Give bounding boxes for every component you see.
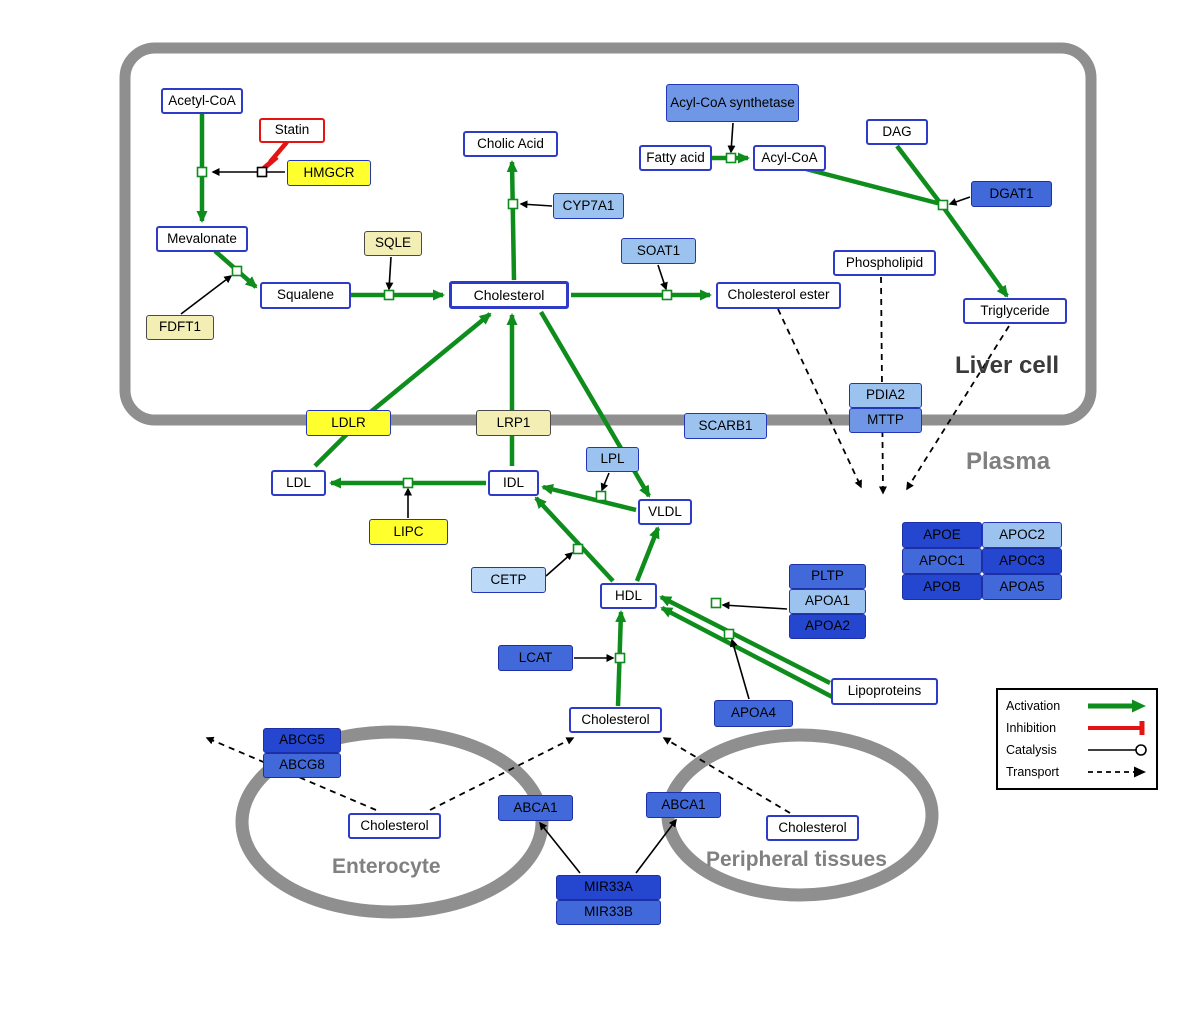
node-cholesterol-ester[interactable]: Cholesterol ester <box>716 282 841 309</box>
node-mttp[interactable]: MTTP <box>849 408 922 433</box>
node-pdia2[interactable]: PDIA2 <box>849 383 922 408</box>
legend-inhibition: Inhibition <box>1006 718 1148 738</box>
node-dag[interactable]: DAG <box>866 119 928 145</box>
legend-activation: Activation <box>1006 696 1148 716</box>
liver-cell-membrane <box>119 42 1097 426</box>
catalysis-edges <box>180 122 971 874</box>
plasma-label: Plasma <box>966 448 1051 475</box>
node-acetyl-coa[interactable]: Acetyl-CoA <box>161 88 243 114</box>
activation-edges <box>196 114 1009 707</box>
node-fdft1[interactable]: FDFT1 <box>146 315 214 340</box>
node-cholesterol-plasma[interactable]: Cholesterol <box>569 707 662 733</box>
node-lipc[interactable]: LIPC <box>369 519 448 545</box>
peripheral-tissues-label: Peripheral tissues <box>706 848 887 871</box>
node-cholesterol-enterocyte[interactable]: Cholesterol <box>348 813 441 839</box>
node-lpl[interactable]: LPL <box>586 447 639 472</box>
node-cyp7a1[interactable]: CYP7A1 <box>553 193 624 219</box>
node-sqle[interactable]: SQLE <box>364 231 422 256</box>
legend-transport: Transport <box>1006 762 1148 782</box>
node-statin[interactable]: Statin <box>259 118 325 143</box>
node-cholesterol-peripheral[interactable]: Cholesterol <box>766 815 859 841</box>
node-apoa1[interactable]: APOA1 <box>789 589 866 614</box>
node-apoe[interactable]: APOE <box>902 522 982 548</box>
node-cholesterol-liver[interactable]: Cholesterol <box>449 281 569 309</box>
node-acyl-coa-synthetase[interactable]: Acyl-CoA synthetase <box>666 84 799 122</box>
node-lrp1[interactable]: LRP1 <box>476 410 551 436</box>
legend-transport-label: Transport <box>1006 765 1060 779</box>
catalysis-circle-icon <box>1088 744 1147 756</box>
liver-cell-label: Liver cell <box>955 352 1060 379</box>
node-apob[interactable]: APOB <box>902 574 982 600</box>
node-scarb1[interactable]: SCARB1 <box>684 413 767 439</box>
node-hdl[interactable]: HDL <box>600 583 657 609</box>
edge-anchors <box>196 152 949 664</box>
node-apoc3[interactable]: APOC3 <box>982 548 1062 574</box>
node-apoa5[interactable]: APOA5 <box>982 574 1062 600</box>
node-cetp[interactable]: CETP <box>471 567 546 593</box>
node-abca1-peripheral[interactable]: ABCA1 <box>646 792 721 818</box>
node-apoa4[interactable]: APOA4 <box>714 700 793 727</box>
node-phospholipid[interactable]: Phospholipid <box>833 250 936 276</box>
node-apoc1[interactable]: APOC1 <box>902 548 982 574</box>
node-apoc2[interactable]: APOC2 <box>982 522 1062 548</box>
legend: Activation Inhibition Catalysis Transpor… <box>996 688 1158 790</box>
inhibition-edge <box>261 140 289 171</box>
legend-catalysis: Catalysis <box>1006 740 1148 760</box>
node-dgat1[interactable]: DGAT1 <box>971 181 1052 207</box>
node-lcat[interactable]: LCAT <box>498 645 573 671</box>
node-squalene[interactable]: Squalene <box>260 282 351 309</box>
transport-arrow-icon <box>1088 766 1146 778</box>
node-acyl-coa[interactable]: Acyl-CoA <box>753 145 826 171</box>
node-vldl[interactable]: VLDL <box>638 499 692 525</box>
inhibition-bar-icon <box>1088 721 1145 735</box>
node-ldl[interactable]: LDL <box>271 470 326 496</box>
node-fatty-acid[interactable]: Fatty acid <box>639 145 712 171</box>
node-abcg5[interactable]: ABCG5 <box>263 728 341 753</box>
node-mir33a[interactable]: MIR33A <box>556 875 661 900</box>
node-triglyceride[interactable]: Triglyceride <box>963 298 1067 324</box>
node-lipoproteins[interactable]: Lipoproteins <box>831 678 938 705</box>
node-ldlr[interactable]: LDLR <box>306 410 391 436</box>
enterocyte-label: Enterocyte <box>332 855 441 878</box>
legend-inhibition-label: Inhibition <box>1006 721 1057 735</box>
legend-activation-label: Activation <box>1006 699 1061 713</box>
node-hmgcr[interactable]: HMGCR <box>287 160 371 186</box>
node-abca1-enterocyte[interactable]: ABCA1 <box>498 795 573 821</box>
legend-catalysis-label: Catalysis <box>1006 743 1057 757</box>
node-idl[interactable]: IDL <box>488 470 539 496</box>
activation-arrow-icon <box>1088 699 1146 713</box>
node-mir33b[interactable]: MIR33B <box>556 900 661 925</box>
node-mevalonate[interactable]: Mevalonate <box>156 226 248 252</box>
node-abcg8[interactable]: ABCG8 <box>263 753 341 778</box>
node-cholic-acid[interactable]: Cholic Acid <box>463 131 558 157</box>
node-soat1[interactable]: SOAT1 <box>621 238 696 264</box>
node-apoa2[interactable]: APOA2 <box>789 614 866 639</box>
node-pltp[interactable]: PLTP <box>789 564 866 589</box>
